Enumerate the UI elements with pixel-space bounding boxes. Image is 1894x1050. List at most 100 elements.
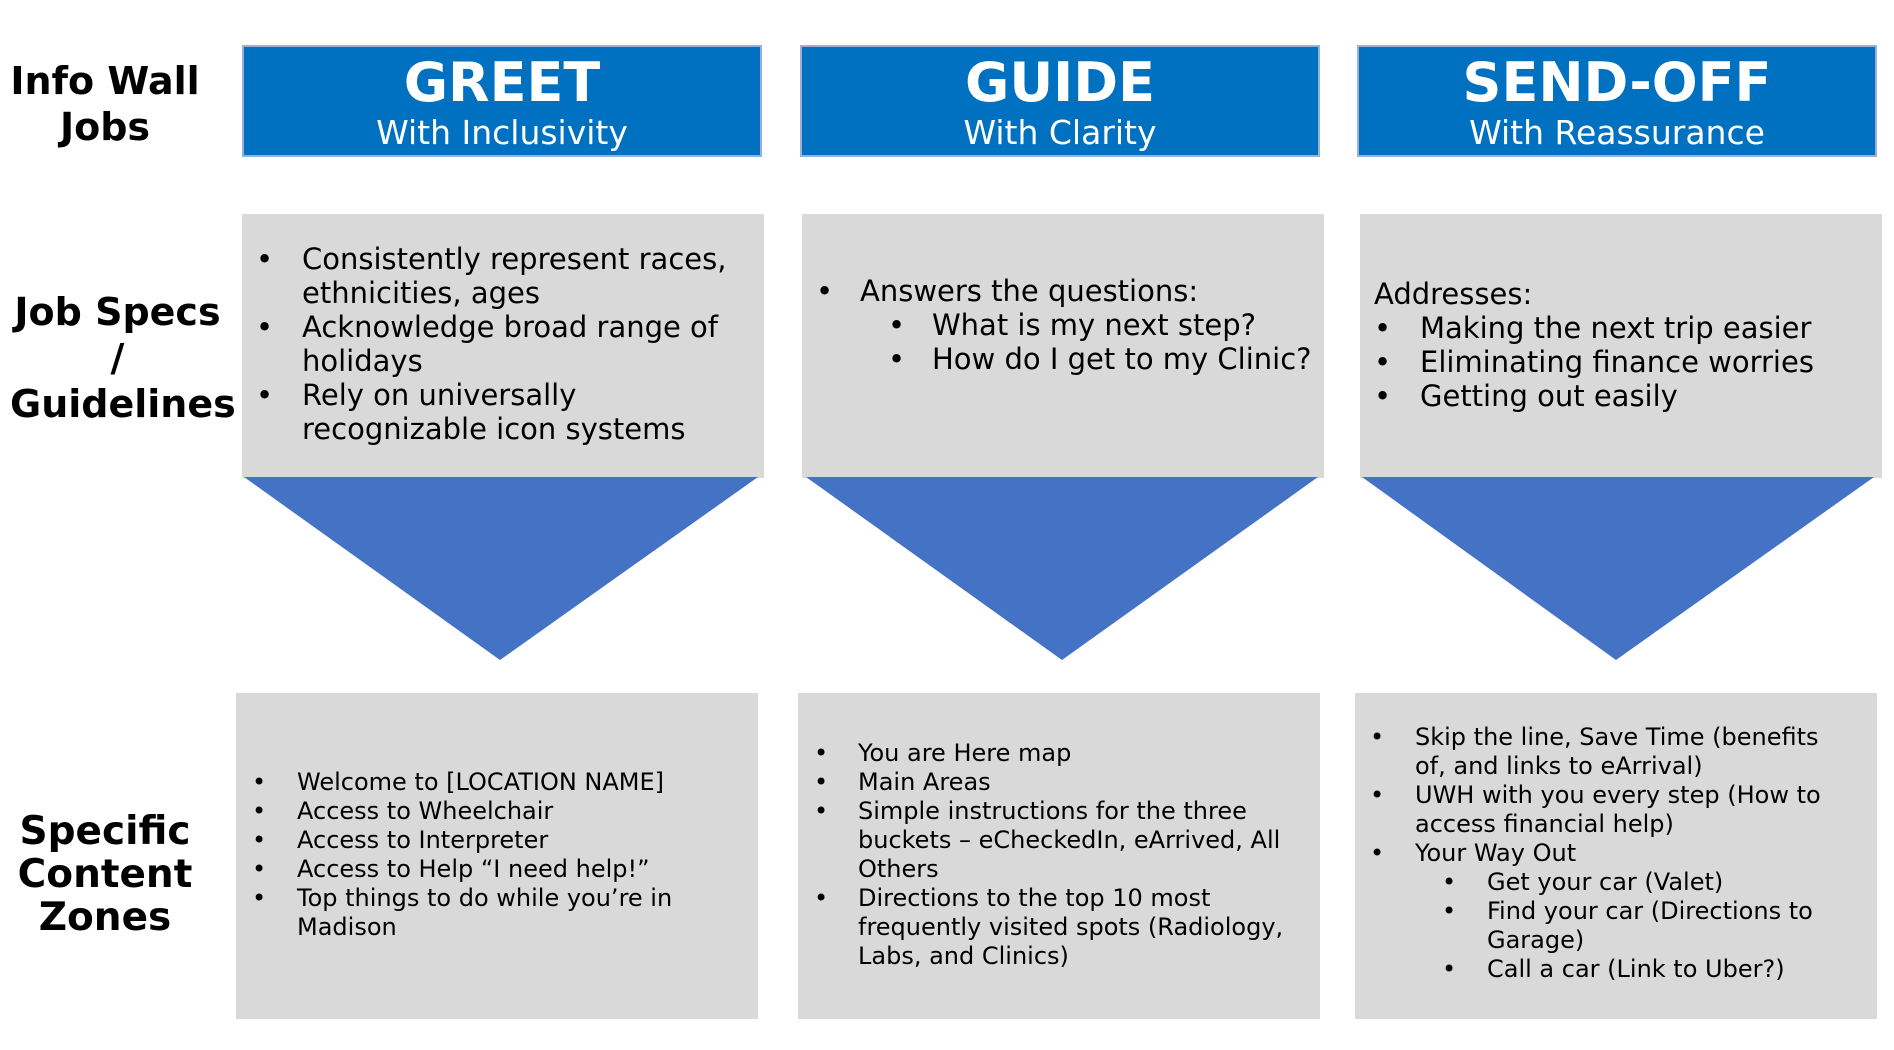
greet-content-list: • Welcome to [LOCATION NAME] • Access to… <box>236 768 716 942</box>
bullet-icon: • <box>814 797 829 825</box>
guide-content-text: Directions to the top 10 most frequently… <box>858 884 1284 970</box>
list-item: • Call a car (Link to Uber?) <box>1355 955 1845 984</box>
sendoff-header: SEND-OFF With Reassurance <box>1357 45 1877 157</box>
list-item: • Directions to the top 10 most frequent… <box>798 884 1288 971</box>
sendoff-specs-list: • Making the next trip easier • Eliminat… <box>1360 311 1870 413</box>
list-item: • Find your car (Directions to Garage) <box>1355 897 1845 955</box>
list-item: • Skip the line, Save Time (benefits of,… <box>1355 723 1845 781</box>
row-label-specs: Job Specs / Guidelines <box>10 290 236 426</box>
bullet-icon: • <box>256 310 274 344</box>
greet-title: GREET <box>403 51 601 114</box>
sendoff-sub-text: Find your car (Directions to Garage) <box>1487 897 1813 954</box>
bullet-icon: • <box>1374 379 1392 413</box>
bullet-icon: • <box>252 768 267 796</box>
guide-content-text: Simple instructions for the three bucket… <box>858 797 1281 883</box>
list-item: • Simple instructions for the three buck… <box>798 797 1288 884</box>
sendoff-subtitle: With Reassurance <box>1469 113 1765 152</box>
list-item: • Eliminating finance worries <box>1360 345 1870 379</box>
guide-content-text: You are Here map <box>858 739 1072 767</box>
bullet-icon: • <box>1442 897 1457 925</box>
list-item: • Consistently represent races, ethnicit… <box>242 242 742 310</box>
bullet-icon: • <box>1370 839 1385 867</box>
greet-content-text: Top things to do while you’re in Madison <box>297 884 673 941</box>
sendoff-down-arrow <box>1362 477 1874 660</box>
list-item: • Access to Wheelchair <box>236 797 716 826</box>
row-label-jobs: Info Wall Jobs <box>10 59 200 149</box>
guide-down-arrow <box>806 477 1318 660</box>
sendoff-content-box: • Skip the line, Save Time (benefits of,… <box>1355 693 1877 1019</box>
bullet-icon: • <box>1374 345 1392 379</box>
list-item: • What is my next step? <box>802 308 1312 342</box>
bullet-icon: • <box>814 768 829 796</box>
greet-spec-text: Acknowledge broad range of holidays <box>302 310 719 378</box>
guide-subtitle: With Clarity <box>963 113 1157 152</box>
list-item: • You are Here map <box>798 739 1288 768</box>
list-item: • Top things to do while you’re in Madis… <box>236 884 716 942</box>
list-item: • Main Areas <box>798 768 1288 797</box>
sendoff-content-text: UWH with you every step (How to access f… <box>1415 781 1821 838</box>
sendoff-title: SEND-OFF <box>1462 51 1772 114</box>
guide-content-list: • You are Here map • Main Areas • Simple… <box>798 739 1288 971</box>
bullet-icon: • <box>1370 781 1385 809</box>
sendoff-spec-text: Eliminating finance worries <box>1420 345 1814 379</box>
bullet-icon: • <box>252 884 267 912</box>
list-item: • Your Way Out <box>1355 839 1845 868</box>
greet-specs-box: • Consistently represent races, ethnicit… <box>242 214 764 478</box>
bullet-icon: • <box>256 242 274 276</box>
list-item: • Making the next trip easier <box>1360 311 1870 345</box>
sendoff-spec-text: Getting out easily <box>1420 379 1678 413</box>
greet-down-arrow <box>244 477 758 660</box>
greet-spec-text: Rely on universally recognizable icon sy… <box>302 378 686 446</box>
list-item: • Acknowledge broad range of holidays <box>242 310 742 378</box>
guide-spec-intro: Answers the questions: <box>860 274 1199 308</box>
bullet-icon: • <box>1442 955 1457 983</box>
bullet-icon: • <box>814 739 829 767</box>
greet-content-text: Access to Interpreter <box>297 826 549 854</box>
guide-content-text: Main Areas <box>858 768 991 796</box>
greet-content-text: Welcome to [LOCATION NAME] <box>297 768 665 796</box>
greet-content-box: • Welcome to [LOCATION NAME] • Access to… <box>236 693 758 1019</box>
sendoff-sub-text: Call a car (Link to Uber?) <box>1487 955 1785 983</box>
sendoff-content-text: Your Way Out <box>1415 839 1577 867</box>
sendoff-spec-intro: Addresses: <box>1374 277 1533 311</box>
greet-spec-text: Consistently represent races, ethnicitie… <box>302 242 727 310</box>
sendoff-content-text: Skip the line, Save Time (benefits of, a… <box>1415 723 1819 780</box>
list-item: • UWH with you every step (How to access… <box>1355 781 1845 839</box>
bullet-icon: • <box>1370 723 1385 751</box>
guide-spec-text: What is my next step? <box>932 308 1257 342</box>
sendoff-content-list: • Skip the line, Save Time (benefits of,… <box>1355 723 1845 984</box>
greet-content-text: Access to Help “I need help!” <box>297 855 650 883</box>
guide-specs-box: • Answers the questions: • What is my ne… <box>802 214 1324 478</box>
bullet-icon: • <box>816 274 834 308</box>
list-item: • Rely on universally recognizable icon … <box>242 378 742 446</box>
bullet-icon: • <box>252 797 267 825</box>
guide-spec-text: How do I get to my Clinic? <box>932 342 1312 376</box>
sendoff-sub-text: Get your car (Valet) <box>1487 868 1724 896</box>
row-label-content: Specific Content Zones <box>17 809 193 940</box>
list-item: • How do I get to my Clinic? <box>802 342 1312 376</box>
list-item: • Answers the questions: <box>802 274 1312 308</box>
greet-header: GREET With Inclusivity <box>242 45 762 157</box>
list-item: • Access to Help “I need help!” <box>236 855 716 884</box>
bullet-icon: • <box>814 884 829 912</box>
guide-content-box: • You are Here map • Main Areas • Simple… <box>798 693 1320 1019</box>
list-item: • Welcome to [LOCATION NAME] <box>236 768 716 797</box>
guide-header: GUIDE With Clarity <box>800 45 1320 157</box>
guide-specs-list: • Answers the questions: • What is my ne… <box>802 274 1312 376</box>
greet-specs-list: • Consistently represent races, ethnicit… <box>242 242 742 446</box>
guide-title: GUIDE <box>965 51 1155 114</box>
bullet-icon: • <box>1442 868 1457 896</box>
bullet-icon: • <box>1374 311 1392 345</box>
bullet-icon: • <box>888 308 906 342</box>
sendoff-spec-text: Making the next trip easier <box>1420 311 1812 345</box>
greet-content-text: Access to Wheelchair <box>297 797 554 825</box>
list-item: • Get your car (Valet) <box>1355 868 1845 897</box>
bullet-icon: • <box>256 378 274 412</box>
bullet-icon: • <box>252 855 267 883</box>
sendoff-specs-box: Addresses: • Making the next trip easier… <box>1360 214 1882 478</box>
greet-subtitle: With Inclusivity <box>376 113 628 152</box>
list-item: • Getting out easily <box>1360 379 1870 413</box>
bullet-icon: • <box>252 826 267 854</box>
bullet-icon: • <box>888 342 906 376</box>
list-item: • Access to Interpreter <box>236 826 716 855</box>
